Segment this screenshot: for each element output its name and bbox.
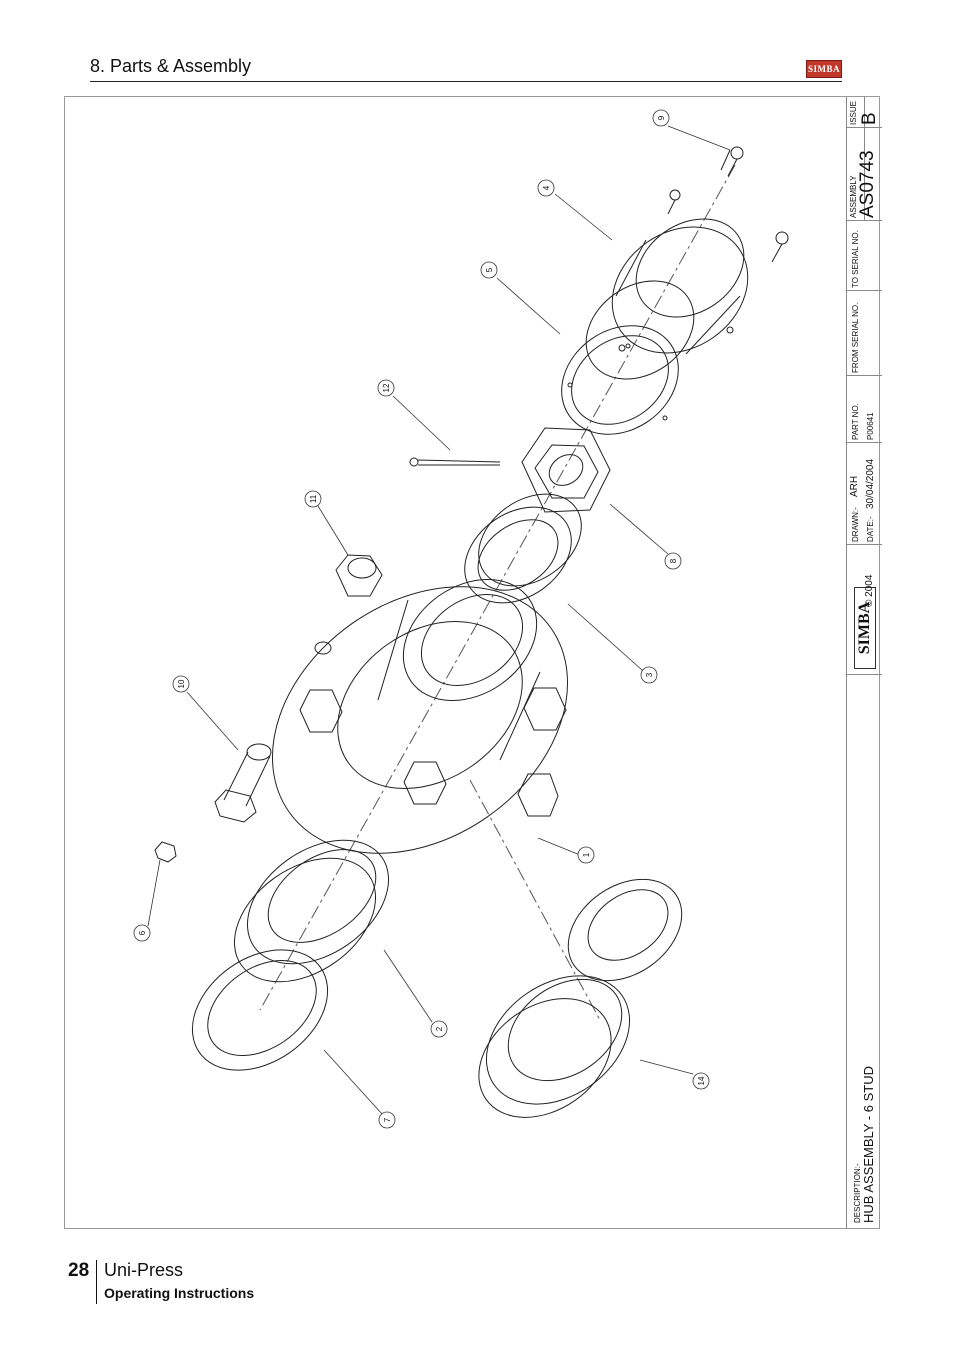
- balloon-label: 14: [697, 1076, 706, 1085]
- part-no-label: PART NO.: [851, 403, 860, 440]
- from-serial-label: FROM SERIAL NO.: [851, 302, 860, 373]
- balloon-label: 9: [657, 115, 666, 120]
- description: HUB ASSEMBLY - 6 STUD: [861, 1065, 876, 1223]
- drawing-frame: [64, 96, 880, 1229]
- balloon-label: 6: [138, 930, 147, 935]
- bearing-kit-part: [478, 878, 683, 1118]
- outer-bearing-part: [464, 493, 582, 604]
- copyright: © 2004: [864, 574, 875, 607]
- assembly-number: AS0743: [857, 150, 878, 218]
- balloon-label: 12: [382, 383, 391, 392]
- balloon-label: 1: [582, 852, 591, 857]
- split-pin-part: [409, 457, 501, 467]
- footer-divider: [96, 1260, 97, 1304]
- hub-part: [271, 578, 569, 854]
- drawn-label: DRAWN:-: [851, 507, 860, 542]
- document-subtitle: Operating Instructions: [104, 1285, 255, 1301]
- section-title: 8. Parts & Assembly: [90, 56, 252, 76]
- exploded-hub-drawing: 9 4 5 12 8 11 3 10 1 6 2 14 7: [133, 109, 789, 1129]
- castle-nut-part: [521, 427, 611, 513]
- product-name: Uni-Press: [104, 1260, 184, 1280]
- oil-seal-part: [191, 949, 329, 1071]
- date-label: DATE:-: [866, 516, 875, 542]
- balloon-label: 5: [485, 267, 494, 272]
- gasket-part: [561, 325, 679, 435]
- wheel-nut-part: [335, 554, 383, 597]
- date-value: 30/04/2004: [865, 458, 876, 509]
- balloon-label: 10: [177, 679, 186, 688]
- part-no-value: P00641: [866, 412, 875, 440]
- balloon-label: 4: [542, 185, 551, 190]
- balloon-label: 11: [309, 494, 318, 503]
- drawn-value: ARH: [849, 475, 860, 497]
- balloon-label: 2: [435, 1026, 444, 1031]
- issue-label: ISSUE: [849, 100, 858, 125]
- inner-bearing-part: [233, 839, 390, 983]
- balloon-label: 8: [669, 558, 678, 563]
- balloon-label: 7: [383, 1117, 392, 1122]
- to-serial-label: TO SERIAL NO.: [851, 230, 860, 288]
- dust-cap-part: [585, 218, 749, 380]
- header-rule: [90, 81, 842, 82]
- page-number: 28: [68, 1260, 90, 1281]
- title-block: ISSUE B ASSEMBLY AS0743 TO SERIAL NO. FR…: [846, 97, 882, 1228]
- issue-value: B: [859, 112, 880, 125]
- balloon-label: 3: [645, 672, 654, 677]
- wheel-stud-part: [214, 743, 272, 823]
- grease-nipple-part: [154, 841, 177, 863]
- simba-logo: SIMBA: [806, 60, 842, 78]
- screw-part: [667, 146, 789, 263]
